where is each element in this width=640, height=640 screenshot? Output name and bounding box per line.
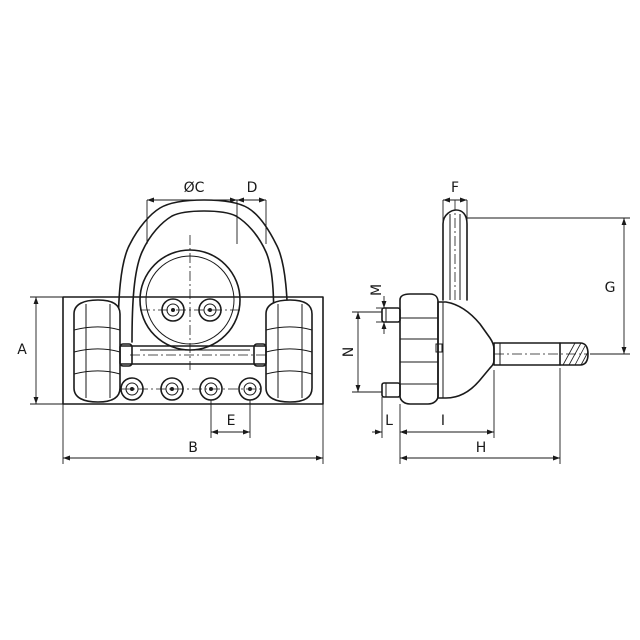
dim-label-i: I [441, 413, 445, 429]
side-housing [437, 301, 495, 399]
front-dimensions: ØC D A E B [17, 180, 324, 464]
side-view [381, 200, 589, 405]
dim-label-a: A [17, 342, 27, 358]
dim-label-m: M [369, 284, 385, 296]
dim-label-e: E [227, 413, 236, 429]
dim-label-g: G [605, 280, 616, 296]
front-view [62, 199, 324, 405]
side-base-block [399, 293, 439, 405]
front-upper-bolt [198, 298, 222, 322]
side-dimensions: F G M N L I H [341, 180, 630, 464]
front-right-knob [253, 299, 313, 403]
side-bolt-shaft [493, 342, 589, 366]
dim-label-c: ØC [184, 180, 205, 196]
side-upper-pin [381, 307, 401, 323]
front-upper-bolt [161, 298, 185, 322]
front-ring-inner [131, 210, 275, 343]
dim-label-h: H [476, 440, 487, 456]
dim-label-n: N [341, 347, 357, 357]
dim-label-b: B [188, 440, 198, 456]
dim-label-f: F [451, 180, 459, 196]
front-ring-outer [117, 199, 289, 343]
front-base-plate [62, 296, 324, 405]
front-left-knob [73, 299, 133, 403]
dim-label-d: D [247, 180, 258, 196]
side-lower-pin [381, 382, 401, 398]
side-ring [442, 209, 468, 301]
dim-label-l: L [385, 413, 393, 429]
